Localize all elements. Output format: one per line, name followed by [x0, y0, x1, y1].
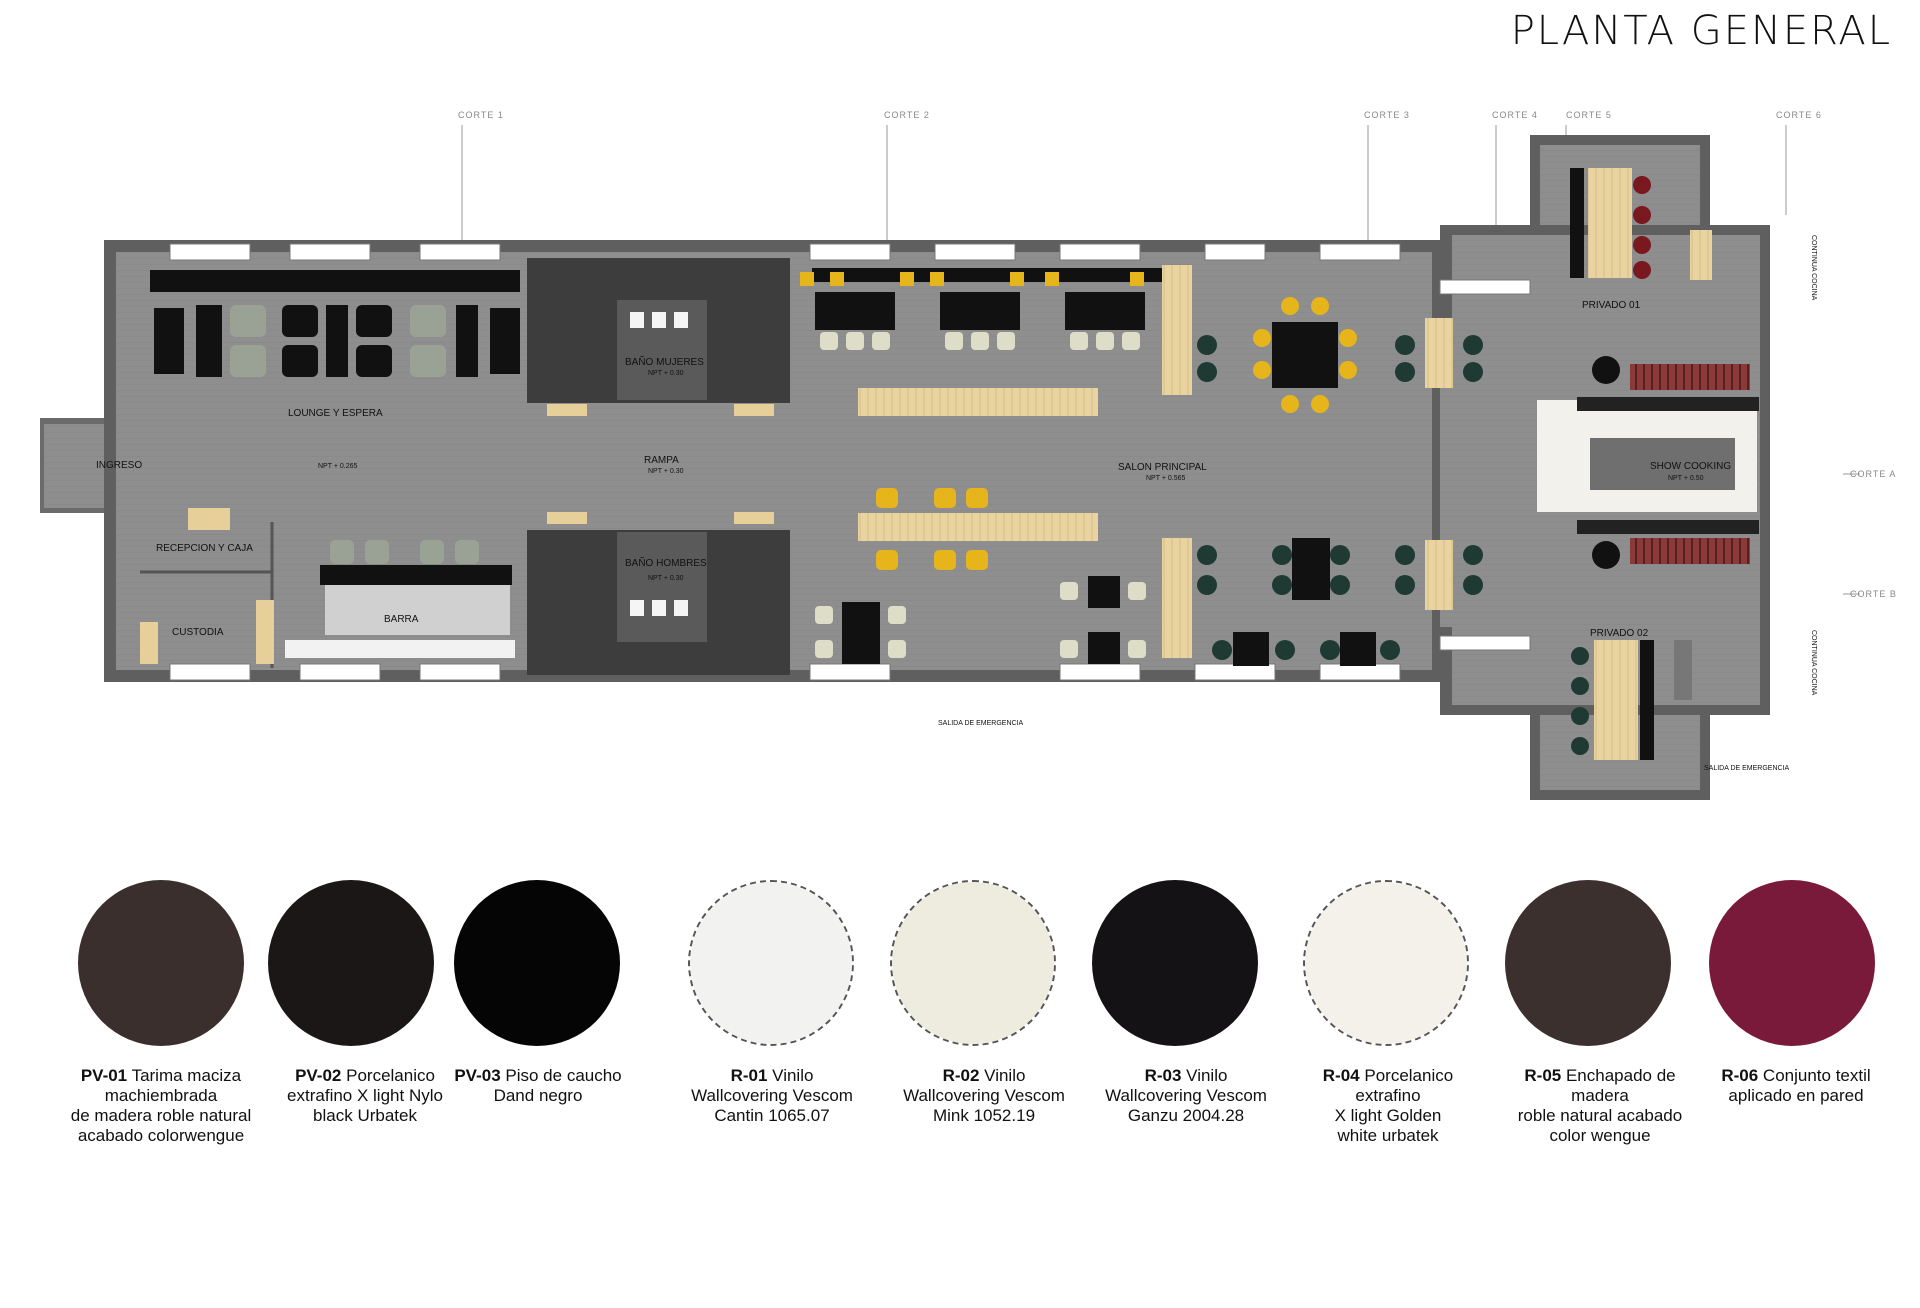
material-desc: Vinilo	[772, 1066, 814, 1085]
material-desc: Cantin 1065.07	[714, 1106, 830, 1125]
material-desc: roble natural acabado	[1517, 1106, 1683, 1125]
material-swatch-r03	[1092, 880, 1258, 1046]
material-code: R-06	[1721, 1066, 1759, 1085]
material-desc: Dand negro	[493, 1086, 583, 1105]
material-swatch-r06	[1709, 880, 1875, 1046]
level-label: NPT + 0.265	[318, 463, 357, 470]
material-label-pv01: PV-01 Tarima maciza machiembrada de made…	[61, 1066, 261, 1146]
private-rooms	[1570, 168, 1712, 760]
material-swatch-r02	[890, 880, 1056, 1046]
material-desc: Porcelanico	[346, 1066, 435, 1085]
material-label-r05: R-05 Enchapado de madera roble natural a…	[1500, 1066, 1700, 1146]
material-label-pv02: PV-02 Porcelanico extrafino X light Nylo…	[265, 1066, 465, 1126]
exit-label: SALIDA DE EMERGENCIA	[1704, 765, 1790, 772]
material-code: R-01	[730, 1066, 768, 1085]
kitchen-label: CONTINUA COCINA	[1810, 235, 1817, 301]
material-desc: X light Golden	[1334, 1106, 1442, 1125]
room-label-privado1: PRIVADO 01	[1582, 300, 1641, 311]
material-desc: Mink 1052.19	[932, 1106, 1036, 1125]
section-label: CORTE B	[1850, 589, 1897, 599]
room-label-ingreso: INGRESO	[96, 460, 142, 471]
material-desc: Vinilo	[984, 1066, 1026, 1085]
salon-furniture	[800, 265, 1483, 666]
material-code: PV-01	[80, 1066, 128, 1085]
windows	[169, 243, 1531, 681]
material-code: R-05	[1524, 1066, 1562, 1085]
bathrooms	[527, 258, 790, 675]
material-code: R-02	[942, 1066, 980, 1085]
room-label-bano-mujeres: BAÑO MUJERES	[625, 355, 704, 368]
section-label: CORTE A	[1850, 469, 1896, 479]
material-label-r04: R-04 Porcelanico extrafino X light Golde…	[1288, 1066, 1488, 1146]
material-desc: Piso de caucho	[505, 1066, 622, 1085]
lounge-furniture	[150, 270, 520, 377]
room-label-custodia: CUSTODIA	[172, 627, 224, 638]
section-label: CORTE 5	[1566, 110, 1612, 120]
section-markers	[461, 125, 1860, 595]
level-label: NPT + 0.30	[648, 468, 684, 475]
level-label: NPT + 0.565	[1146, 475, 1185, 482]
section-label: CORTE 4	[1492, 110, 1538, 120]
kitchen-label: CONTINUA COCINA	[1810, 630, 1817, 696]
material-desc: Ganzu 2004.28	[1127, 1106, 1245, 1125]
section-label: CORTE 3	[1364, 110, 1410, 120]
material-swatch-pv03	[454, 880, 620, 1046]
section-label: CORTE 6	[1776, 110, 1822, 120]
material-code: R-03	[1144, 1066, 1182, 1085]
material-label-r03: R-03 Vinilo Wallcovering Vescom Ganzu 20…	[1086, 1066, 1286, 1126]
material-code: R-04	[1322, 1066, 1360, 1085]
material-desc: acabado colorwengue	[77, 1126, 245, 1145]
material-label-r02: R-02 Vinilo Wallcovering Vescom Mink 105…	[884, 1066, 1084, 1126]
section-label: CORTE 2	[884, 110, 930, 120]
material-code: PV-02	[295, 1066, 342, 1085]
material-swatch-r04	[1303, 880, 1469, 1046]
material-desc: machiembrada	[104, 1086, 218, 1105]
page-title: PLANTA GENERAL	[1510, 8, 1892, 54]
material-desc: Conjunto textil	[1762, 1066, 1871, 1085]
material-label-pv03: PV-03 Piso de caucho Dand negro	[438, 1066, 638, 1106]
room-label-salon: SALON PRINCIPAL	[1118, 462, 1207, 473]
material-desc: de madera roble natural	[70, 1106, 252, 1125]
material-swatch-r01	[688, 880, 854, 1046]
section-label: CORTE 1	[458, 110, 504, 120]
room-label-show-cooking: SHOW COOKING	[1650, 461, 1731, 472]
level-label: NPT + 0.30	[648, 575, 684, 582]
material-desc: white urbatek	[1337, 1126, 1439, 1145]
room-label-recepcion: RECEPCION Y CAJA	[156, 543, 253, 554]
material-desc: color wengue	[1549, 1126, 1651, 1145]
material-desc: Vinilo	[1186, 1066, 1228, 1085]
material-desc: Tarima maciza	[131, 1066, 242, 1085]
room-label-privado2: PRIVADO 02	[1590, 628, 1649, 639]
building-shell	[40, 135, 1770, 800]
material-desc: Wallcovering Vescom	[691, 1086, 853, 1105]
room-label-barra: BARRA	[384, 614, 419, 625]
floor-plan: CORTE 1 CORTE 2 CORTE 3 CORTE 4 CORTE 5 …	[40, 110, 1897, 800]
material-code: PV-03	[454, 1066, 501, 1085]
material-desc: madera	[1571, 1086, 1629, 1105]
material-swatch-pv01	[78, 880, 244, 1046]
material-label-r06: R-06 Conjunto textil aplicado en pared	[1696, 1066, 1896, 1106]
show-cooking-area	[1537, 356, 1759, 569]
material-desc: Porcelanico	[1364, 1066, 1454, 1085]
material-desc: Wallcovering Vescom	[1105, 1086, 1267, 1105]
material-desc: Wallcovering Vescom	[903, 1086, 1065, 1105]
material-desc: Enchapado de	[1565, 1066, 1676, 1085]
material-desc: black Urbatek	[313, 1106, 417, 1125]
material-swatch-pv02	[268, 880, 434, 1046]
level-label: NPT + 0.50	[1668, 475, 1704, 482]
material-desc: extrafino X light Nylo	[287, 1086, 443, 1105]
material-desc: extrafino	[1355, 1086, 1421, 1105]
material-desc: aplicado en pared	[1728, 1086, 1864, 1105]
material-swatch-r05	[1505, 880, 1671, 1046]
room-label-rampa: RAMPA	[644, 455, 679, 466]
room-label-lounge: LOUNGE Y ESPERA	[288, 408, 383, 419]
exit-label: SALIDA DE EMERGENCIA	[938, 720, 1024, 727]
reception-furniture	[140, 508, 515, 668]
room-label-bano-hombres: BAÑO HOMBRES	[625, 556, 707, 569]
material-label-r01: R-01 Vinilo Wallcovering Vescom Cantin 1…	[672, 1066, 872, 1126]
level-label: NPT + 0.30	[648, 370, 684, 377]
